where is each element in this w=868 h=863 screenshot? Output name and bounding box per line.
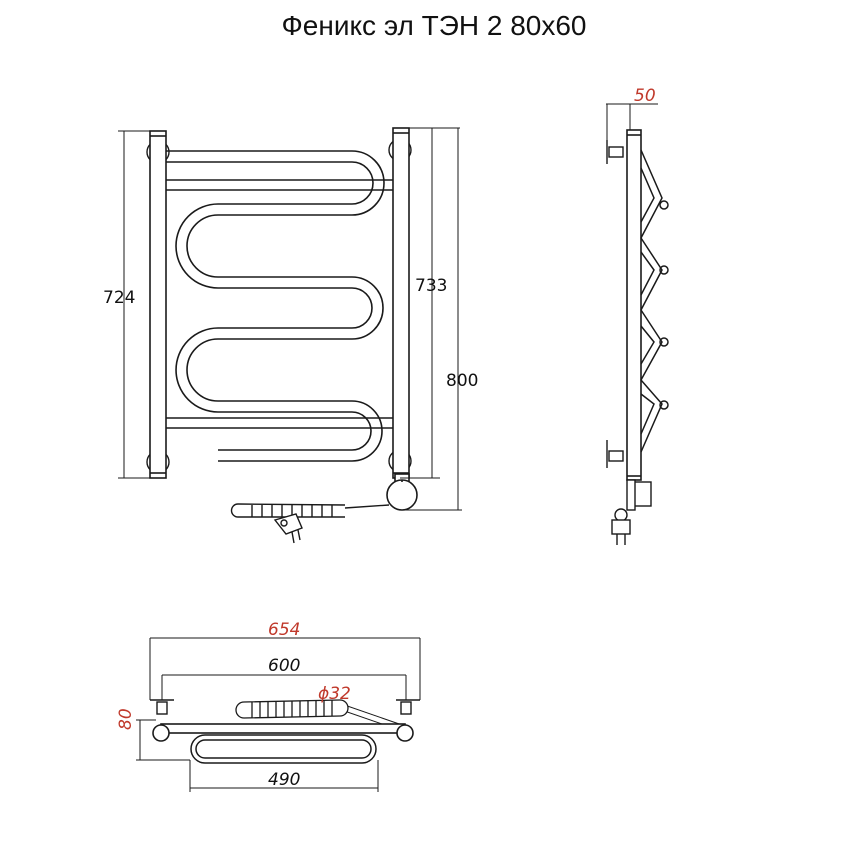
top-dim-diameter-32: ϕ32: [318, 684, 351, 704]
top-coil-loop: [190, 734, 377, 764]
right-riser: [392, 127, 410, 479]
front-dimension-lines: [118, 127, 462, 511]
heater-head: [386, 473, 418, 511]
front-power-cord: [230, 503, 390, 544]
top-dim-654: 654: [268, 620, 301, 640]
top-crossbar: [152, 723, 414, 742]
side-riser: [626, 129, 642, 481]
drawing-title: Феникс эл ТЭН 2 80х60: [281, 10, 587, 41]
left-riser: [149, 130, 167, 479]
side-view: [606, 103, 669, 545]
front-dim-724: 724: [103, 288, 136, 308]
top-dim-80: 80: [116, 708, 136, 730]
front-dim-800: 800: [446, 371, 479, 391]
top-dim-490: 490: [268, 770, 301, 790]
front-dim-733: 733: [415, 276, 448, 296]
top-dim-600: 600: [268, 656, 301, 676]
top-heater-cord: [235, 699, 349, 719]
front-view: [118, 127, 462, 544]
side-wall-brackets: [606, 140, 624, 468]
side-heater-box: [611, 479, 652, 545]
side-zigzag-pipe: [640, 149, 669, 453]
top-wall-mounts: [150, 699, 420, 715]
serpentine-pipe: [166, 150, 394, 462]
top-view: [136, 637, 421, 792]
side-dim-50: 50: [634, 86, 656, 106]
